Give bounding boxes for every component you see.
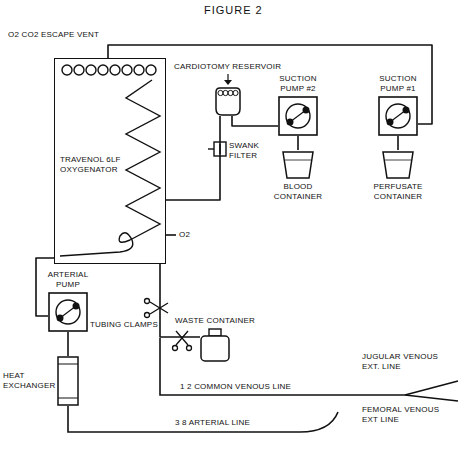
heat-exchanger-node: HEAT EXCHANGER: [3, 356, 79, 406]
arterial-line: [68, 406, 338, 432]
callout-label: 3 8 ARTERIAL LINE: [175, 418, 250, 428]
reservoir-node: CARDIOTOMY RESERVOIR: [174, 62, 281, 116]
container-symbol: [381, 150, 415, 180]
tube-line: [67, 332, 69, 356]
container-symbol: [281, 150, 315, 180]
oxygenator-box: TRAVENOL 6LF OXYGENATOR: [54, 58, 166, 264]
pump-node: ARTERIAL PUMP: [43, 270, 93, 332]
container-node: PERFUSATE CONTAINER: [368, 150, 428, 202]
node-label: SUCTION PUMP #2: [274, 74, 322, 94]
label-group: BLOOD CONTAINER: [268, 182, 328, 202]
callout-label: JUGULAR VENOUS EXT. LINE: [362, 352, 457, 372]
container-node: WASTE CONTAINER: [175, 316, 255, 362]
heat-exchanger-symbol: [57, 356, 79, 406]
oxygenator-coil: [60, 65, 160, 256]
tube-line: [166, 116, 220, 200]
container-node: BLOOD CONTAINER: [268, 150, 328, 202]
pump-symbol: [278, 96, 318, 136]
callout-label: SWANK FILTER: [229, 141, 269, 161]
figure-title: FIGURE 2: [204, 4, 263, 17]
node-label: PERFUSATE CONTAINER: [368, 182, 428, 202]
pump-symbol: [378, 96, 418, 136]
label-group: SUCTION PUMP #2: [274, 74, 322, 94]
node-label: ARTERIAL PUMP: [43, 270, 93, 290]
swank-filter-symbol: [208, 142, 226, 156]
node-label: BLOOD CONTAINER: [268, 182, 328, 202]
callout-label: FEMORAL VENOUS EXT LINE: [362, 405, 457, 425]
tube-line: [397, 136, 399, 150]
pump-node: SUCTION PUMP #1: [374, 74, 422, 136]
label-group: HEAT EXCHANGER: [3, 371, 53, 391]
node-label: WASTE CONTAINER: [175, 316, 255, 326]
oxygen-inlet: [166, 234, 176, 236]
node-label: SUCTION PUMP #1: [374, 74, 422, 94]
label-group: SUCTION PUMP #1: [374, 74, 422, 94]
node-label: TRAVENOL 6LF OXYGENATOR: [59, 155, 123, 175]
node-label: HEAT EXCHANGER: [3, 371, 53, 391]
tube-line: [232, 116, 278, 126]
callout-label: O2 CO2 ESCAPE VENT: [8, 30, 99, 40]
waste-jar-symbol: [200, 328, 230, 362]
label-group: PERFUSATE CONTAINER: [368, 182, 428, 202]
callout-label: TUBING CLAMPS: [90, 320, 158, 330]
reservoir-symbol: [208, 74, 248, 116]
label-group: CARDIOTOMY RESERVOIR: [174, 62, 281, 72]
label-group: WASTE CONTAINER: [175, 316, 255, 326]
label-group: ARTERIAL PUMP: [43, 270, 93, 290]
callout-label: O2: [179, 230, 190, 240]
pump-symbol: [48, 292, 88, 332]
tube-line: [160, 264, 200, 337]
node-label: CARDIOTOMY RESERVOIR: [174, 62, 281, 72]
pump-node: SUCTION PUMP #2: [274, 74, 322, 136]
tube-line: [297, 136, 299, 150]
callout-label: 1 2 COMMON VENOUS LINE: [180, 382, 291, 392]
